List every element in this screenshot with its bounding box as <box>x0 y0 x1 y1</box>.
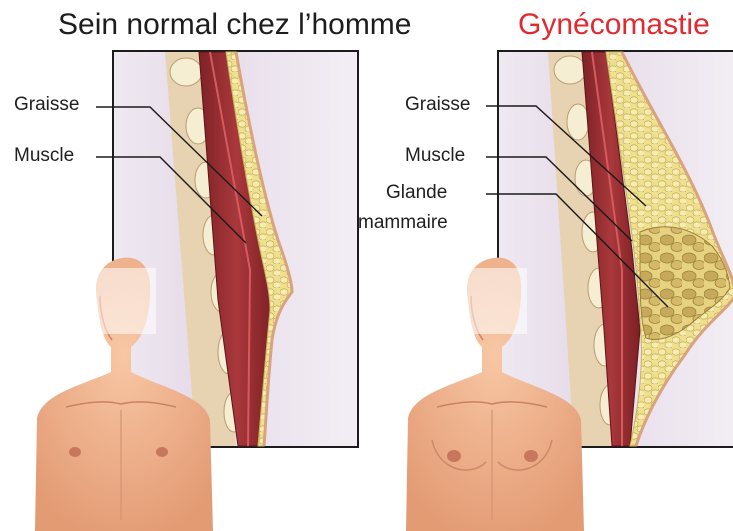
panel-normal <box>35 51 358 531</box>
normal-panel-title: Sein normal chez l’homme <box>58 8 411 42</box>
gynecomastia-gland-label-line1: Glande <box>386 182 447 204</box>
gynecomastia-panel-title: Gynécomastie <box>518 8 710 42</box>
gynecomastia-muscle-label: Muscle <box>405 145 465 167</box>
gynecomastia-gland-label-line2: mammaire <box>358 212 448 234</box>
gynecomastia-fat-label: Graisse <box>405 94 470 116</box>
panel-gynecomastia <box>406 51 733 531</box>
normal-fat-label: Graisse <box>14 94 79 116</box>
normal-muscle-label: Muscle <box>14 145 74 167</box>
